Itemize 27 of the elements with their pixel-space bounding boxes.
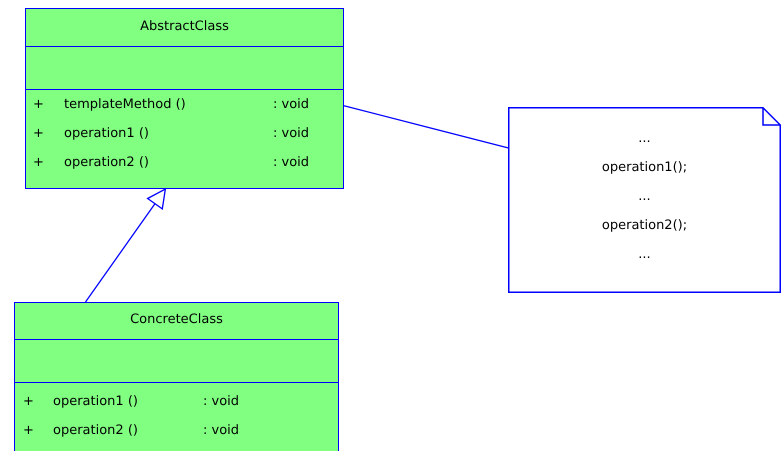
visibility-marker: + bbox=[23, 394, 34, 410]
note bbox=[508, 107, 781, 293]
class-box bbox=[25, 8, 344, 189]
note-text: ... bbox=[638, 247, 651, 263]
note-text: ... bbox=[638, 131, 651, 147]
return-type: : void bbox=[203, 394, 240, 410]
method-name: operation1 () bbox=[64, 126, 149, 142]
return-type: : void bbox=[273, 155, 310, 171]
generalization-arrow bbox=[84, 188, 166, 302]
return-type: : void bbox=[203, 423, 240, 439]
method-name: operation2 () bbox=[53, 423, 138, 439]
class-box bbox=[14, 302, 339, 451]
note-text: operation2(); bbox=[602, 218, 688, 234]
note-text: operation1(); bbox=[602, 160, 688, 176]
visibility-marker: + bbox=[33, 97, 44, 113]
method-name: operation2 () bbox=[64, 155, 149, 171]
method-name: templateMethod () bbox=[64, 97, 186, 113]
return-type: : void bbox=[273, 97, 310, 113]
visibility-marker: + bbox=[33, 126, 44, 142]
visibility-marker: + bbox=[33, 155, 44, 171]
note-text: ... bbox=[638, 189, 651, 205]
note-connector bbox=[344, 105, 508, 149]
return-type: : void bbox=[273, 126, 310, 142]
class-name: ConcreteClass bbox=[130, 312, 223, 328]
class-name: AbstractClass bbox=[140, 18, 229, 34]
visibility-marker: + bbox=[23, 423, 34, 439]
method-name: operation1 () bbox=[53, 394, 138, 410]
